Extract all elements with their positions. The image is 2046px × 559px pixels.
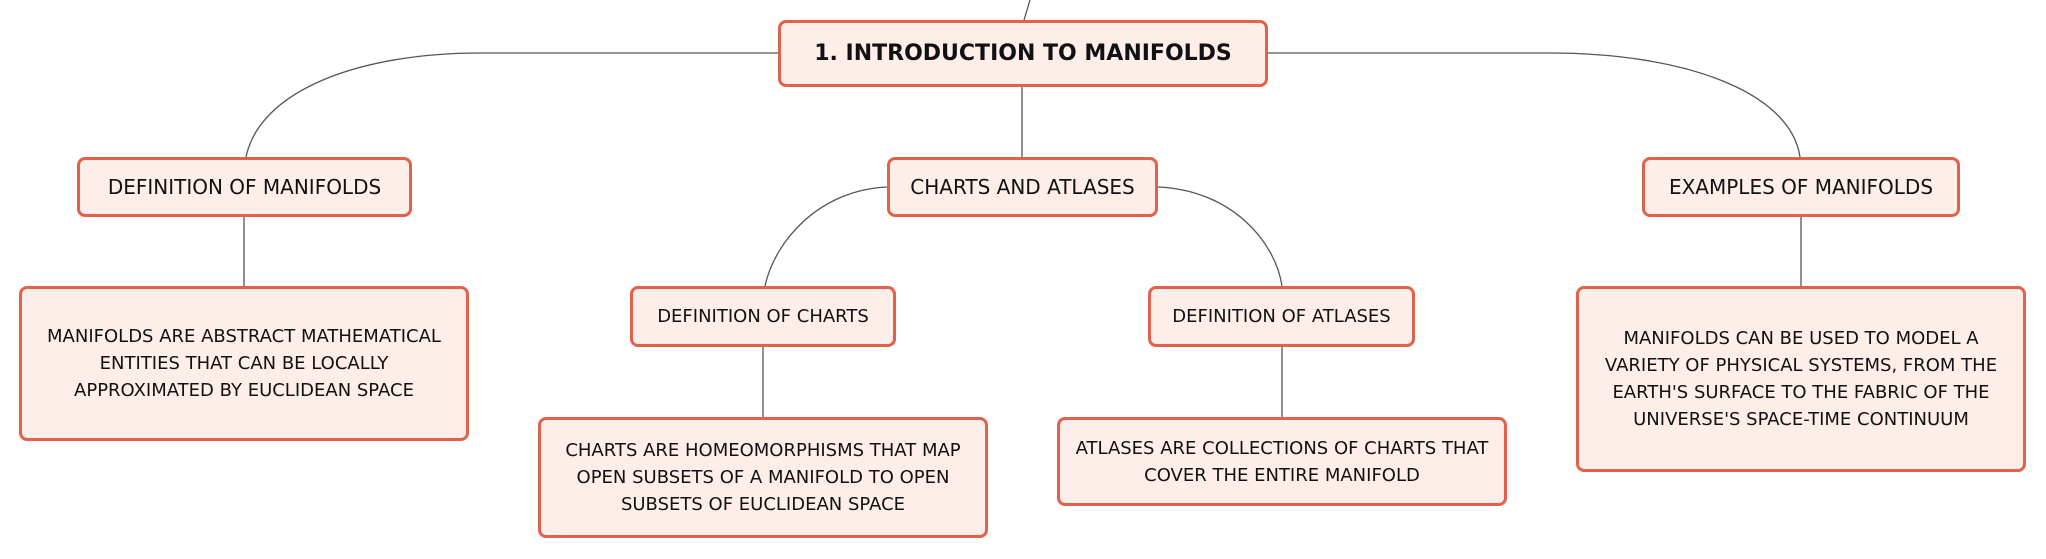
root-node-label: 1. INTRODUCTION TO MANIFOLDS [814,41,1232,66]
definition-of-manifolds-label: DEFINITION OF MANIFOLDS [107,175,382,199]
definition-of-atlases-label: DEFINITION OF ATLASES [1172,306,1391,327]
definition-detail-text: MANIFOLDS ARE ABSTRACT MATHEMATICAL ENTI… [47,326,441,401]
atlases-detail-text: ATLASES ARE COLLECTIONS OF CHARTS THAT C… [1075,437,1489,486]
definition-of-charts-node[interactable]: DEFINITION OF CHARTS [630,286,896,347]
charts-detail-text: CHARTS ARE HOMEOMORPHISMS THAT MAP OPEN … [565,440,961,515]
examples-detail-text: MANIFOLDS CAN BE USED TO MODEL A VARIETY… [1604,328,1998,430]
connector-root-to-definition [245,52,778,158]
charts-and-atlases-node[interactable]: CHARTS AND ATLASES [887,157,1158,217]
definition-of-manifolds-node[interactable]: DEFINITION OF MANIFOLDS [77,157,412,217]
charts-and-atlases-label: CHARTS AND ATLASES [910,175,1135,199]
root-node[interactable]: 1. INTRODUCTION TO MANIFOLDS [778,20,1268,87]
connector-root-to-examples [1268,52,1801,158]
connector-parent-to-root [1023,0,1031,21]
atlases-detail-node[interactable]: ATLASES ARE COLLECTIONS OF CHARTS THAT C… [1057,417,1507,506]
definition-of-charts-label: DEFINITION OF CHARTS [657,306,869,327]
definition-detail-node[interactable]: MANIFOLDS ARE ABSTRACT MATHEMATICAL ENTI… [19,286,469,441]
connector-charts-atlases-to-atlases [1157,186,1283,287]
examples-of-manifolds-label: EXAMPLES OF MANIFOLDS [1668,175,1934,199]
connector-charts-atlases-to-charts [764,186,888,287]
examples-detail-node[interactable]: MANIFOLDS CAN BE USED TO MODEL A VARIETY… [1576,286,2026,472]
charts-detail-node[interactable]: CHARTS ARE HOMEOMORPHISMS THAT MAP OPEN … [538,417,988,538]
examples-of-manifolds-node[interactable]: EXAMPLES OF MANIFOLDS [1642,157,1960,217]
definition-of-atlases-node[interactable]: DEFINITION OF ATLASES [1148,286,1415,347]
